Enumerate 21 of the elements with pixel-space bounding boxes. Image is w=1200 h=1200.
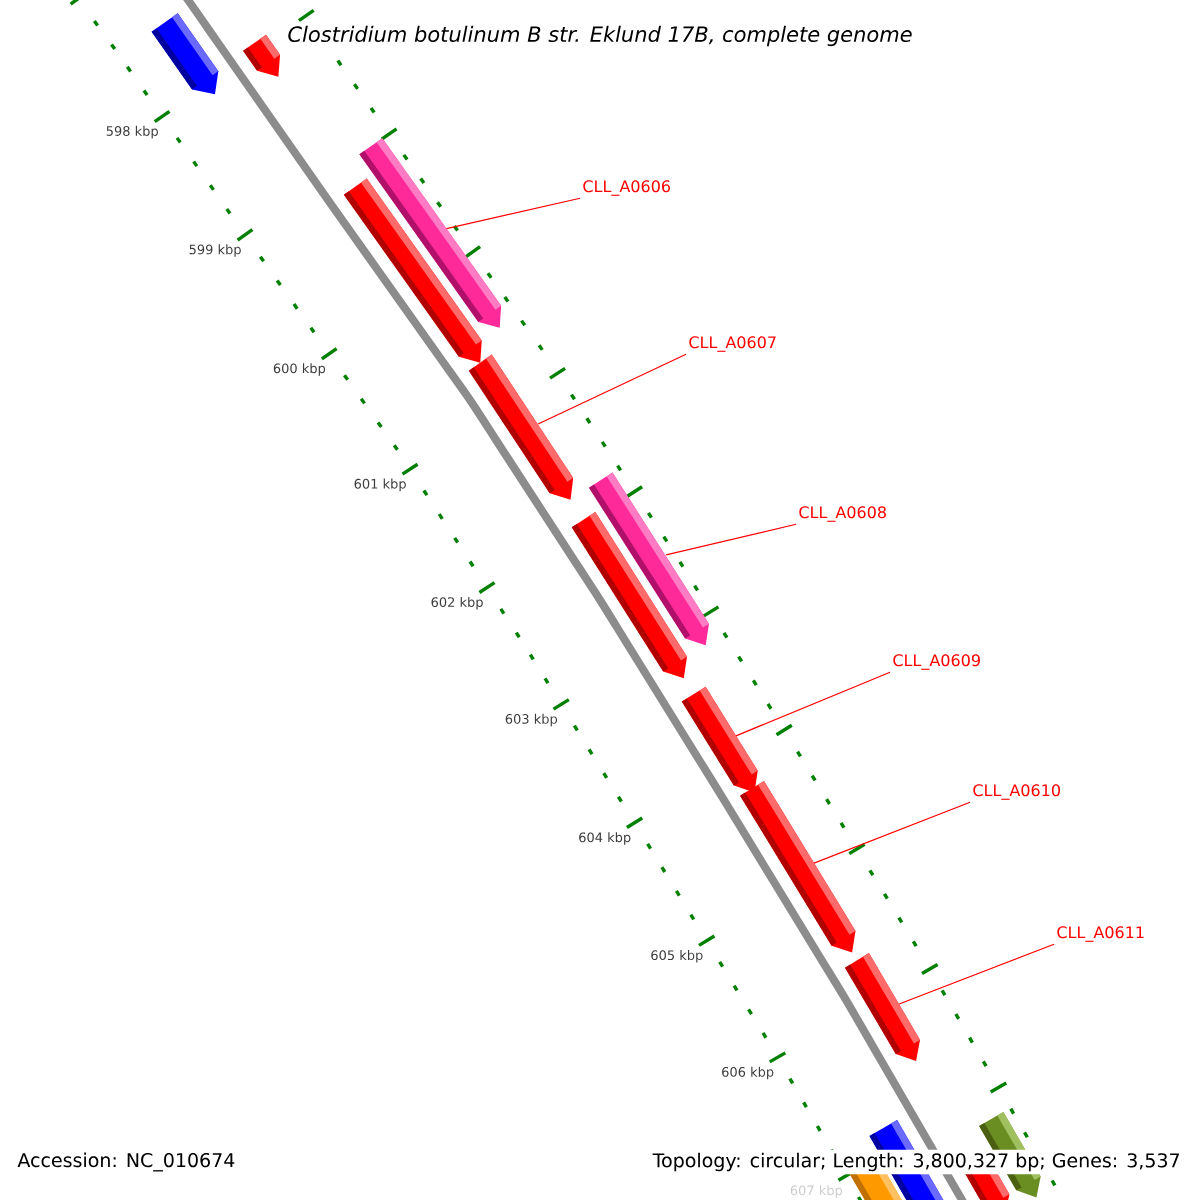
gene-label: CLL_A0607 <box>689 336 776 352</box>
gene-label: CLL_A0606 <box>583 180 671 196</box>
gene-label: CLL_A0609 <box>893 654 980 670</box>
leader-line <box>735 671 891 737</box>
leader-line <box>445 197 581 230</box>
gene-label: CLL_A0608 <box>799 506 886 522</box>
gene-feature <box>359 138 502 328</box>
footer-text: Topology: circular; Length: 3,800,327 bp; Genes: 3,537 <box>649 1149 1184 1175</box>
leader-line <box>665 523 797 556</box>
footer-text: Accession: NC_010674 <box>14 1149 239 1175</box>
leader-line <box>813 801 971 864</box>
gene-feature <box>845 953 921 1061</box>
gene-feature <box>468 354 574 500</box>
gene-label: CLL_A0611 <box>1057 926 1144 942</box>
gene-feature <box>589 472 709 646</box>
gene-feature <box>681 686 758 793</box>
gene-feature <box>740 781 856 953</box>
leader-line <box>537 353 687 425</box>
leader-line <box>898 943 1055 1005</box>
gene-label: CLL_A0610 <box>973 784 1060 800</box>
title: Clostridium botulinum B str. Eklund 17B, complete genome <box>283 21 917 51</box>
